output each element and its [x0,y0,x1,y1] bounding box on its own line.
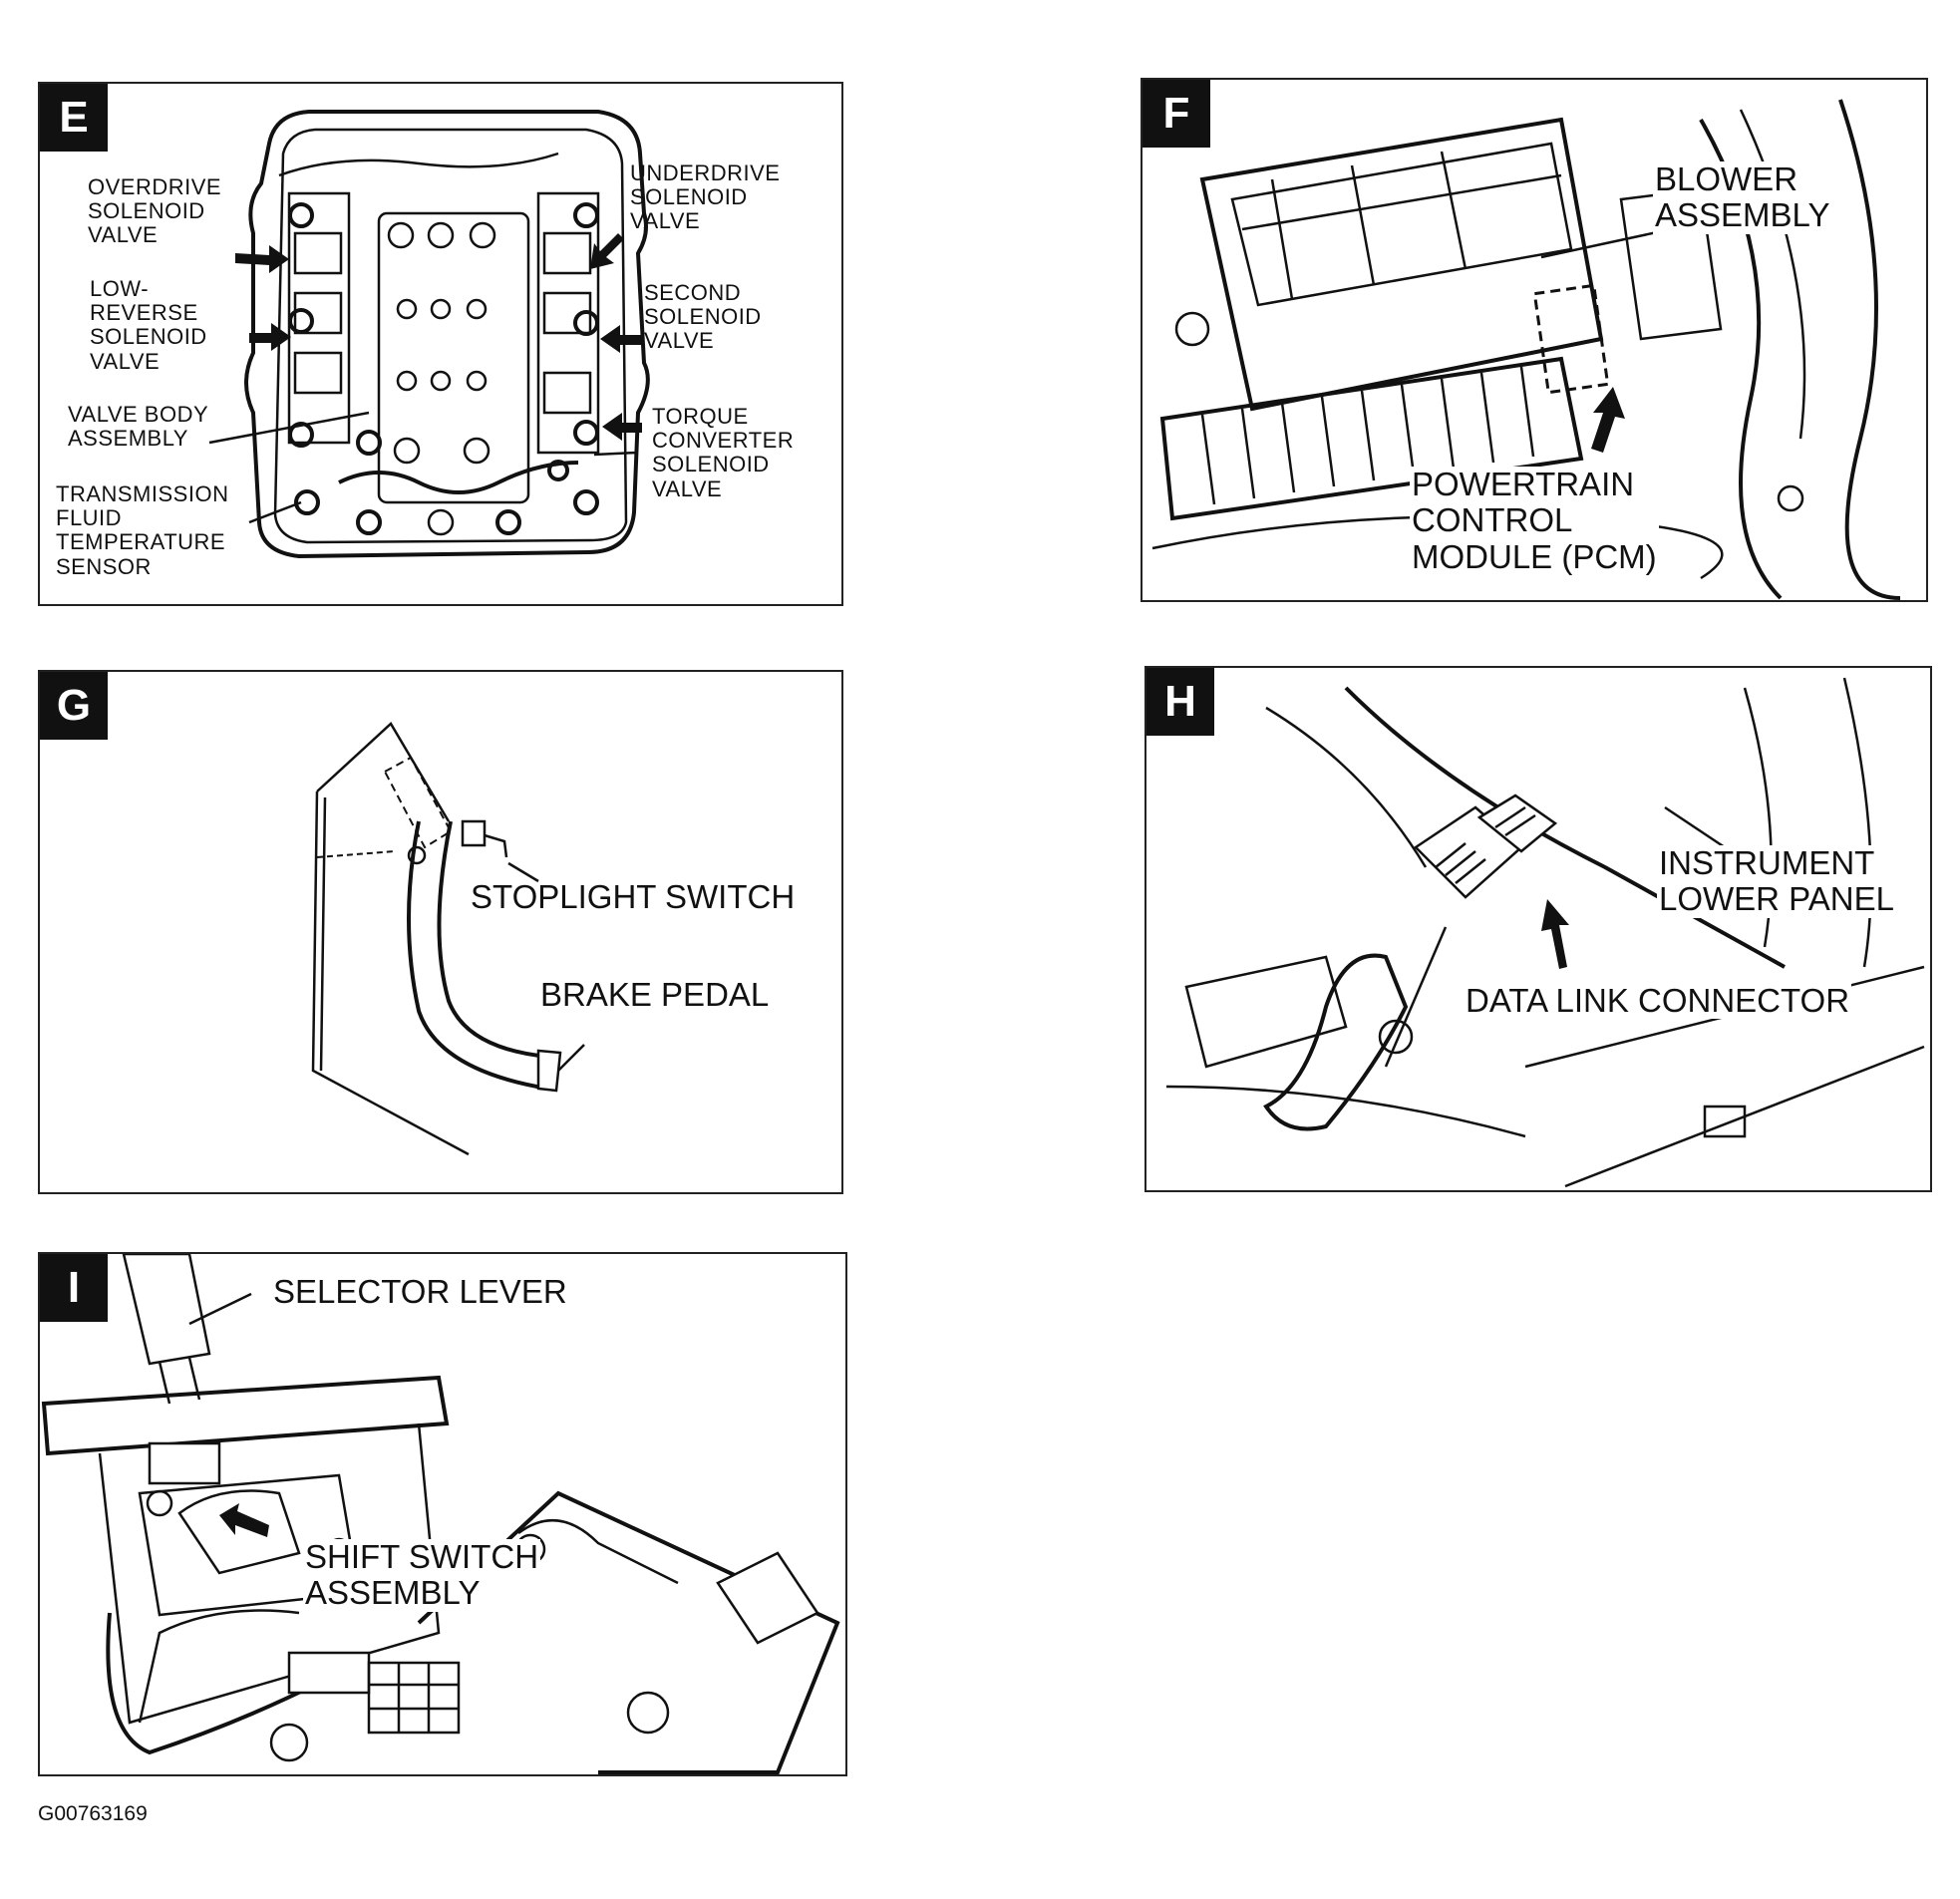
brake-pedal-illustration [311,722,585,1156]
panel-tag-h: H [1146,668,1214,736]
label-stoplight-switch: STOPLIGHT SWITCH [471,878,796,915]
blower-pcm-illustration [1151,99,1901,600]
panel-tag-i: I [40,1254,108,1322]
panel-tag-e: E [40,84,108,152]
panel-tag-g: G [40,672,108,740]
panel-tag-f: F [1143,80,1210,148]
label-selector-lever: SELECTOR LEVER [271,1273,569,1311]
dlc-illustration [1165,677,1925,1188]
selector-lever-illustration [41,1254,840,1774]
panel-e: E [38,82,843,606]
label-data-link-connector: DATA LINK CONNECTOR [1464,982,1852,1020]
label-brake-pedal: BRAKE PEDAL [540,976,770,1013]
panel-g: G STOPLIGHT SWITCH BRAKE PEDAL [38,670,843,1194]
figure-id: G00763169 [38,1802,148,1825]
valve-body-illustration [208,110,650,559]
panel-i: I SELECTOR LEVER [38,1252,847,1776]
